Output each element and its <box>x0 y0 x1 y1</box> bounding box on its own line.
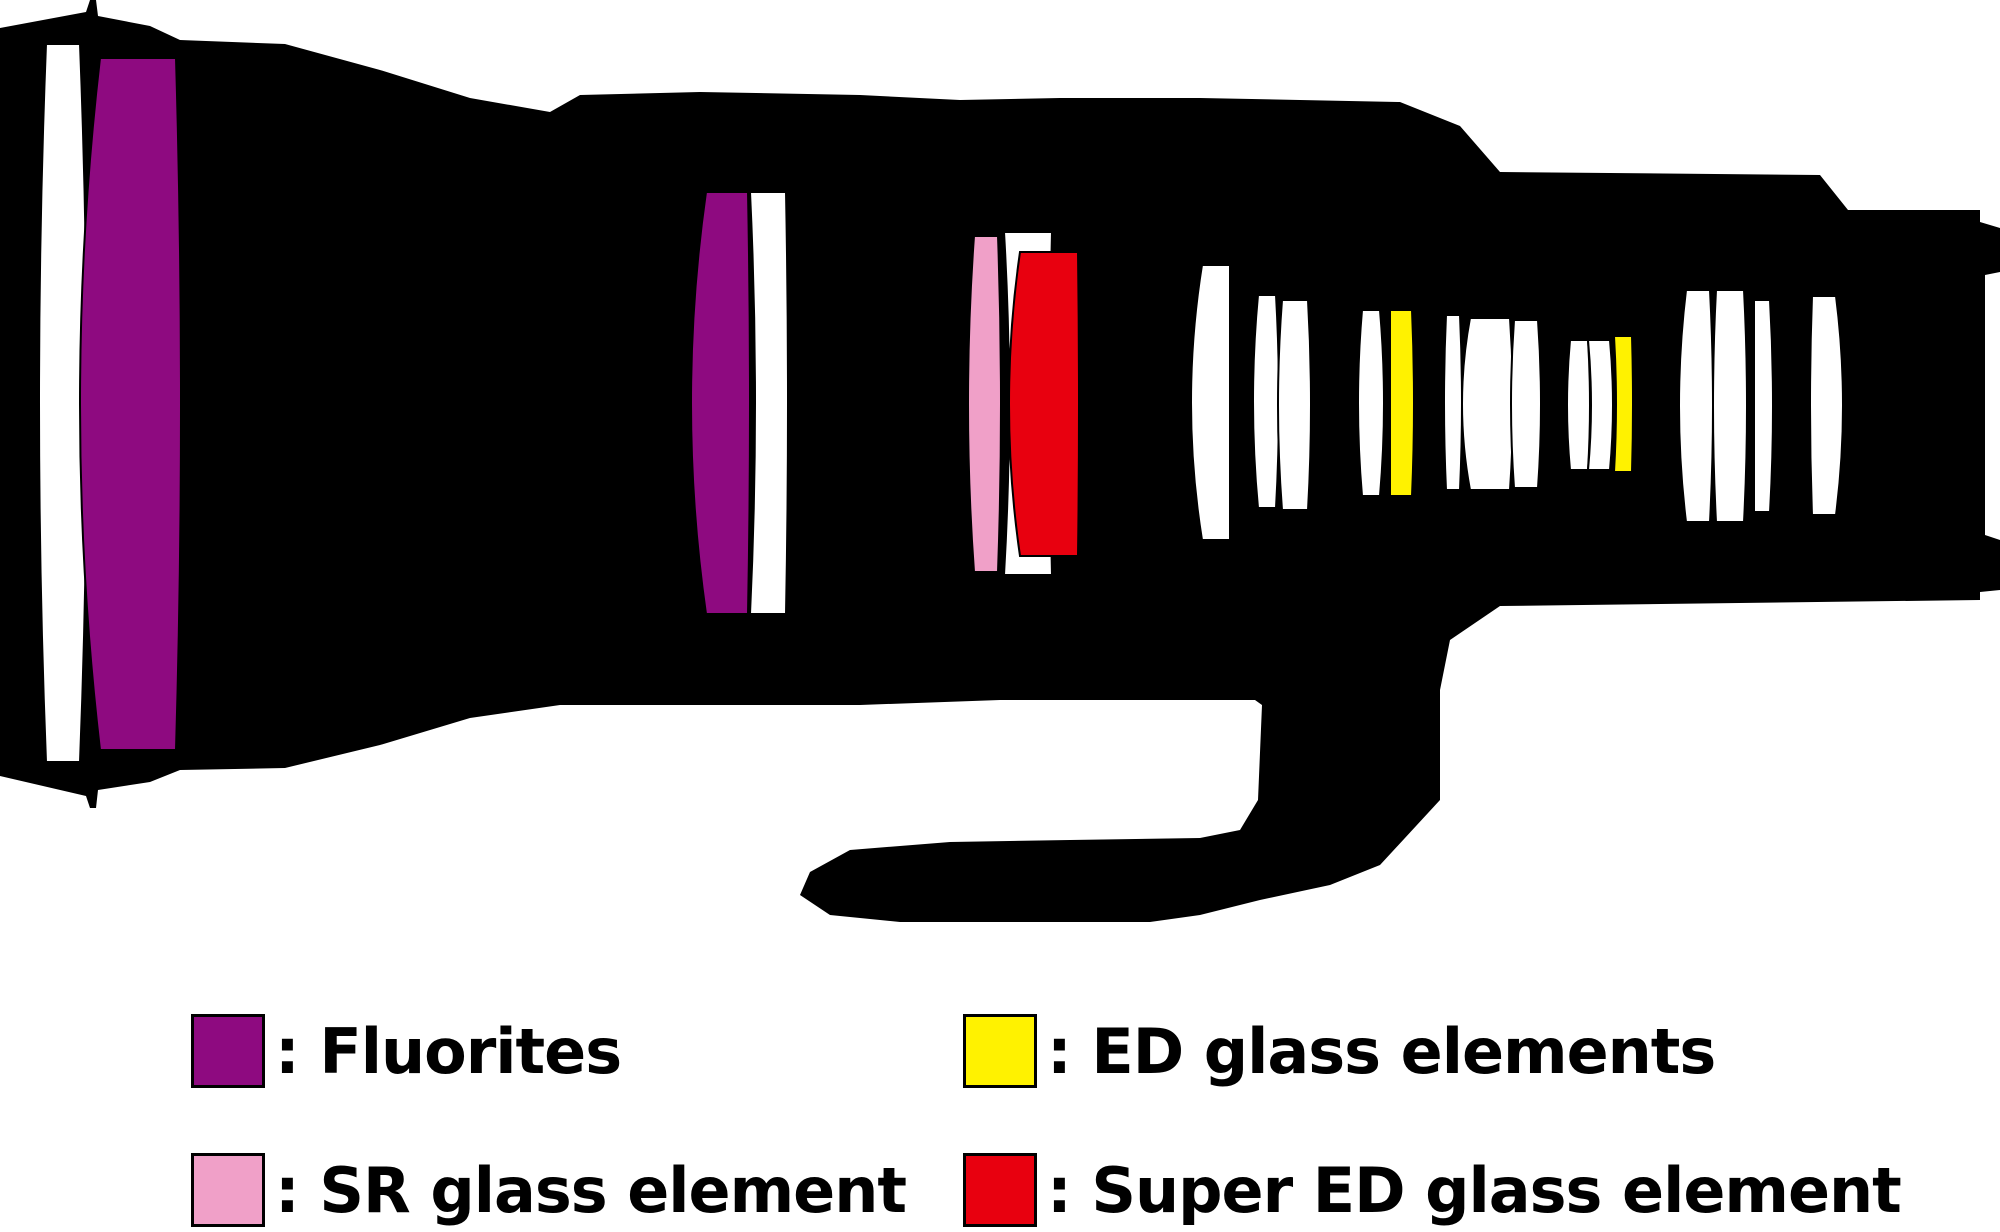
sr-glass-swatch <box>191 1153 265 1227</box>
plain-element-20 <box>1752 299 1774 513</box>
plain-element-12 <box>1443 314 1463 491</box>
plain-element-3 <box>748 191 789 615</box>
lens-cross-section-diagram <box>0 0 2000 922</box>
ed-glass-swatch <box>963 1014 1037 1088</box>
front-fluorite-element <box>79 57 182 751</box>
plain-element-21 <box>1809 295 1844 516</box>
super-ed-glass-label: : Super ED glass element <box>1047 1153 1902 1227</box>
legend-item-fluorites: : Fluorites <box>191 1011 622 1091</box>
super-ed-glass-element <box>1008 251 1080 557</box>
plain-element-19 <box>1712 289 1748 523</box>
super-ed-glass-swatch <box>963 1153 1037 1227</box>
plain-element-14 <box>1510 319 1542 489</box>
fluorites-swatch <box>191 1014 265 1088</box>
plain-element-9 <box>1277 299 1312 511</box>
ed-glass-label: : ED glass elements <box>1047 1014 1716 1088</box>
legend-item-sr-glass: : SR glass element <box>191 1150 907 1230</box>
legend-item-super-ed-glass: : Super ED glass element <box>963 1150 1902 1230</box>
fluorites-label: : Fluorites <box>275 1014 622 1088</box>
ed-glass-element-1 <box>1388 309 1415 497</box>
plain-element-10 <box>1357 309 1385 497</box>
plain-element-7 <box>1190 264 1232 541</box>
ed-glass-element-2 <box>1612 335 1634 473</box>
sr-glass-label: : SR glass element <box>275 1153 907 1227</box>
plain-element-16 <box>1586 339 1614 471</box>
plain-element-13 <box>1461 317 1514 491</box>
plain-element-15 <box>1566 339 1591 471</box>
legend-item-ed-glass: : ED glass elements <box>963 1011 1716 1091</box>
lens-elements <box>38 43 1844 763</box>
plain-element-8 <box>1252 294 1280 509</box>
second-fluorite-element <box>690 191 751 615</box>
plain-element-18 <box>1678 289 1714 523</box>
sr-glass-element <box>967 235 1002 573</box>
